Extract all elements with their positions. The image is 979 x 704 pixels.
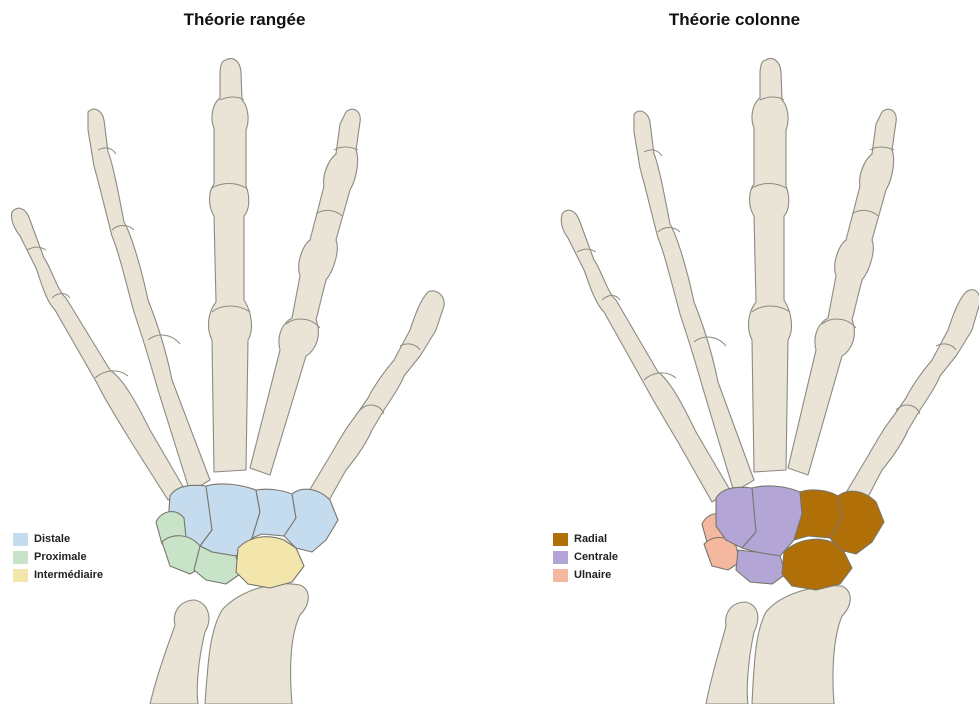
legend-item: Proximale — [13, 548, 103, 566]
legend-item: Centrale — [553, 548, 618, 566]
legend-swatch — [553, 533, 568, 546]
radius-bone — [205, 584, 308, 704]
legend-label: Distale — [34, 533, 70, 545]
legend-label: Centrale — [574, 551, 618, 563]
hand-bones — [561, 59, 979, 704]
hand-skeleton-diagram — [0, 0, 489, 704]
ulna-bone — [706, 602, 758, 704]
finger-index — [788, 109, 896, 475]
legend-item: Ulnaire — [553, 566, 618, 584]
panel-row-theory: Théorie rangée — [0, 0, 489, 704]
carpal-bones — [156, 484, 338, 588]
radius-bone — [752, 586, 850, 704]
legend-swatch — [553, 569, 568, 582]
legend-item: Intermédiaire — [13, 566, 103, 584]
legend-swatch — [553, 551, 568, 564]
carpal-bones — [702, 486, 884, 590]
legend-label: Ulnaire — [574, 569, 611, 581]
hand-skeleton-diagram — [490, 0, 979, 704]
legend: Distale Proximale Intermédiaire — [13, 530, 103, 584]
legend-swatch — [13, 533, 28, 546]
legend-swatch — [13, 569, 28, 582]
legend-item: Radial — [553, 530, 618, 548]
legend-item: Distale — [13, 530, 103, 548]
legend-label: Intermédiaire — [34, 569, 103, 581]
finger-middle — [209, 59, 252, 473]
hand-bones — [11, 59, 444, 704]
ulna-bone — [150, 600, 209, 704]
panel-column-theory: Théorie colonne — [490, 0, 979, 704]
finger-index — [250, 109, 360, 475]
legend-swatch — [13, 551, 28, 564]
finger-middle — [749, 59, 792, 473]
legend: Radial Centrale Ulnaire — [553, 530, 618, 584]
legend-label: Proximale — [34, 551, 87, 563]
legend-label: Radial — [574, 533, 607, 545]
